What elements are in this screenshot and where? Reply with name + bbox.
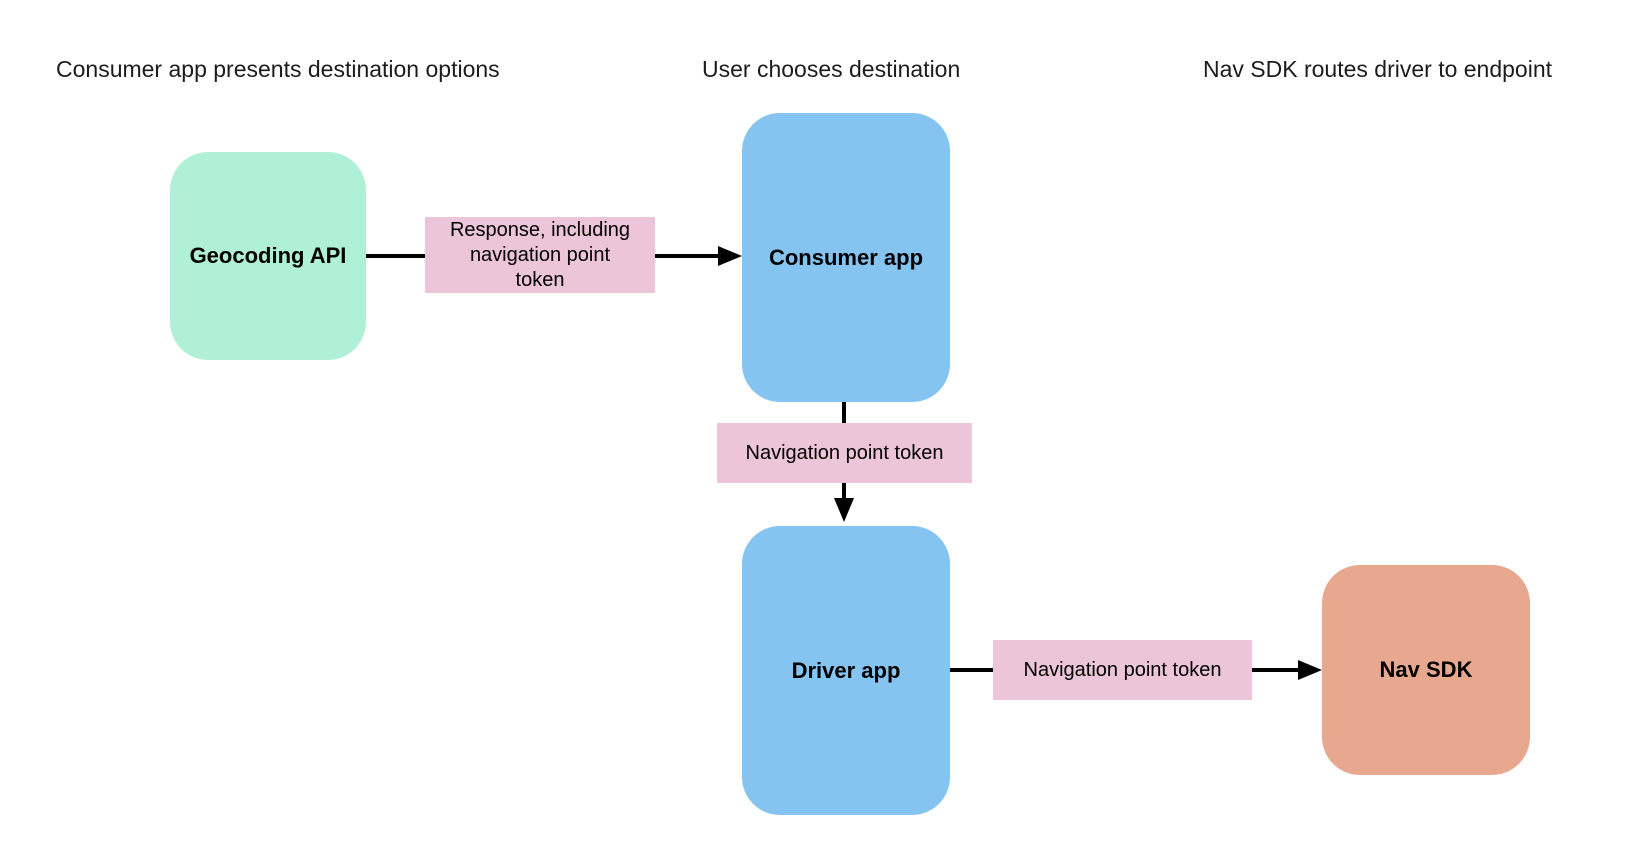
node-driver-app: Driver app bbox=[742, 526, 950, 815]
column-header-consumer-presents: Consumer app presents destination option… bbox=[56, 56, 500, 82]
edge-label-navigation-point-token-vertical: Navigation point token bbox=[717, 423, 972, 483]
node-geocoding-api: Geocoding API bbox=[170, 152, 366, 360]
node-label-nav-sdk: Nav SDK bbox=[1379, 657, 1473, 682]
edge-label-response-including-token: Response, including navigation point tok… bbox=[425, 217, 655, 293]
column-header-navsdk-routes: Nav SDK routes driver to endpoint bbox=[1203, 56, 1553, 82]
node-consumer-app: Consumer app bbox=[742, 113, 950, 402]
arrowhead-right-icon bbox=[718, 246, 742, 266]
edge-label-navigation-point-token-horizontal: Navigation point token bbox=[993, 640, 1252, 700]
node-label-driver-app: Driver app bbox=[791, 657, 901, 683]
arrowhead-right-icon bbox=[1298, 660, 1322, 680]
arrowhead-down-icon bbox=[834, 498, 854, 522]
column-header-user-chooses: User chooses destination bbox=[702, 56, 961, 82]
node-label-geocoding-api: Geocoding API bbox=[189, 243, 347, 268]
node-label-consumer-app: Consumer app bbox=[768, 244, 924, 270]
node-nav-sdk: Nav SDK bbox=[1322, 565, 1530, 775]
